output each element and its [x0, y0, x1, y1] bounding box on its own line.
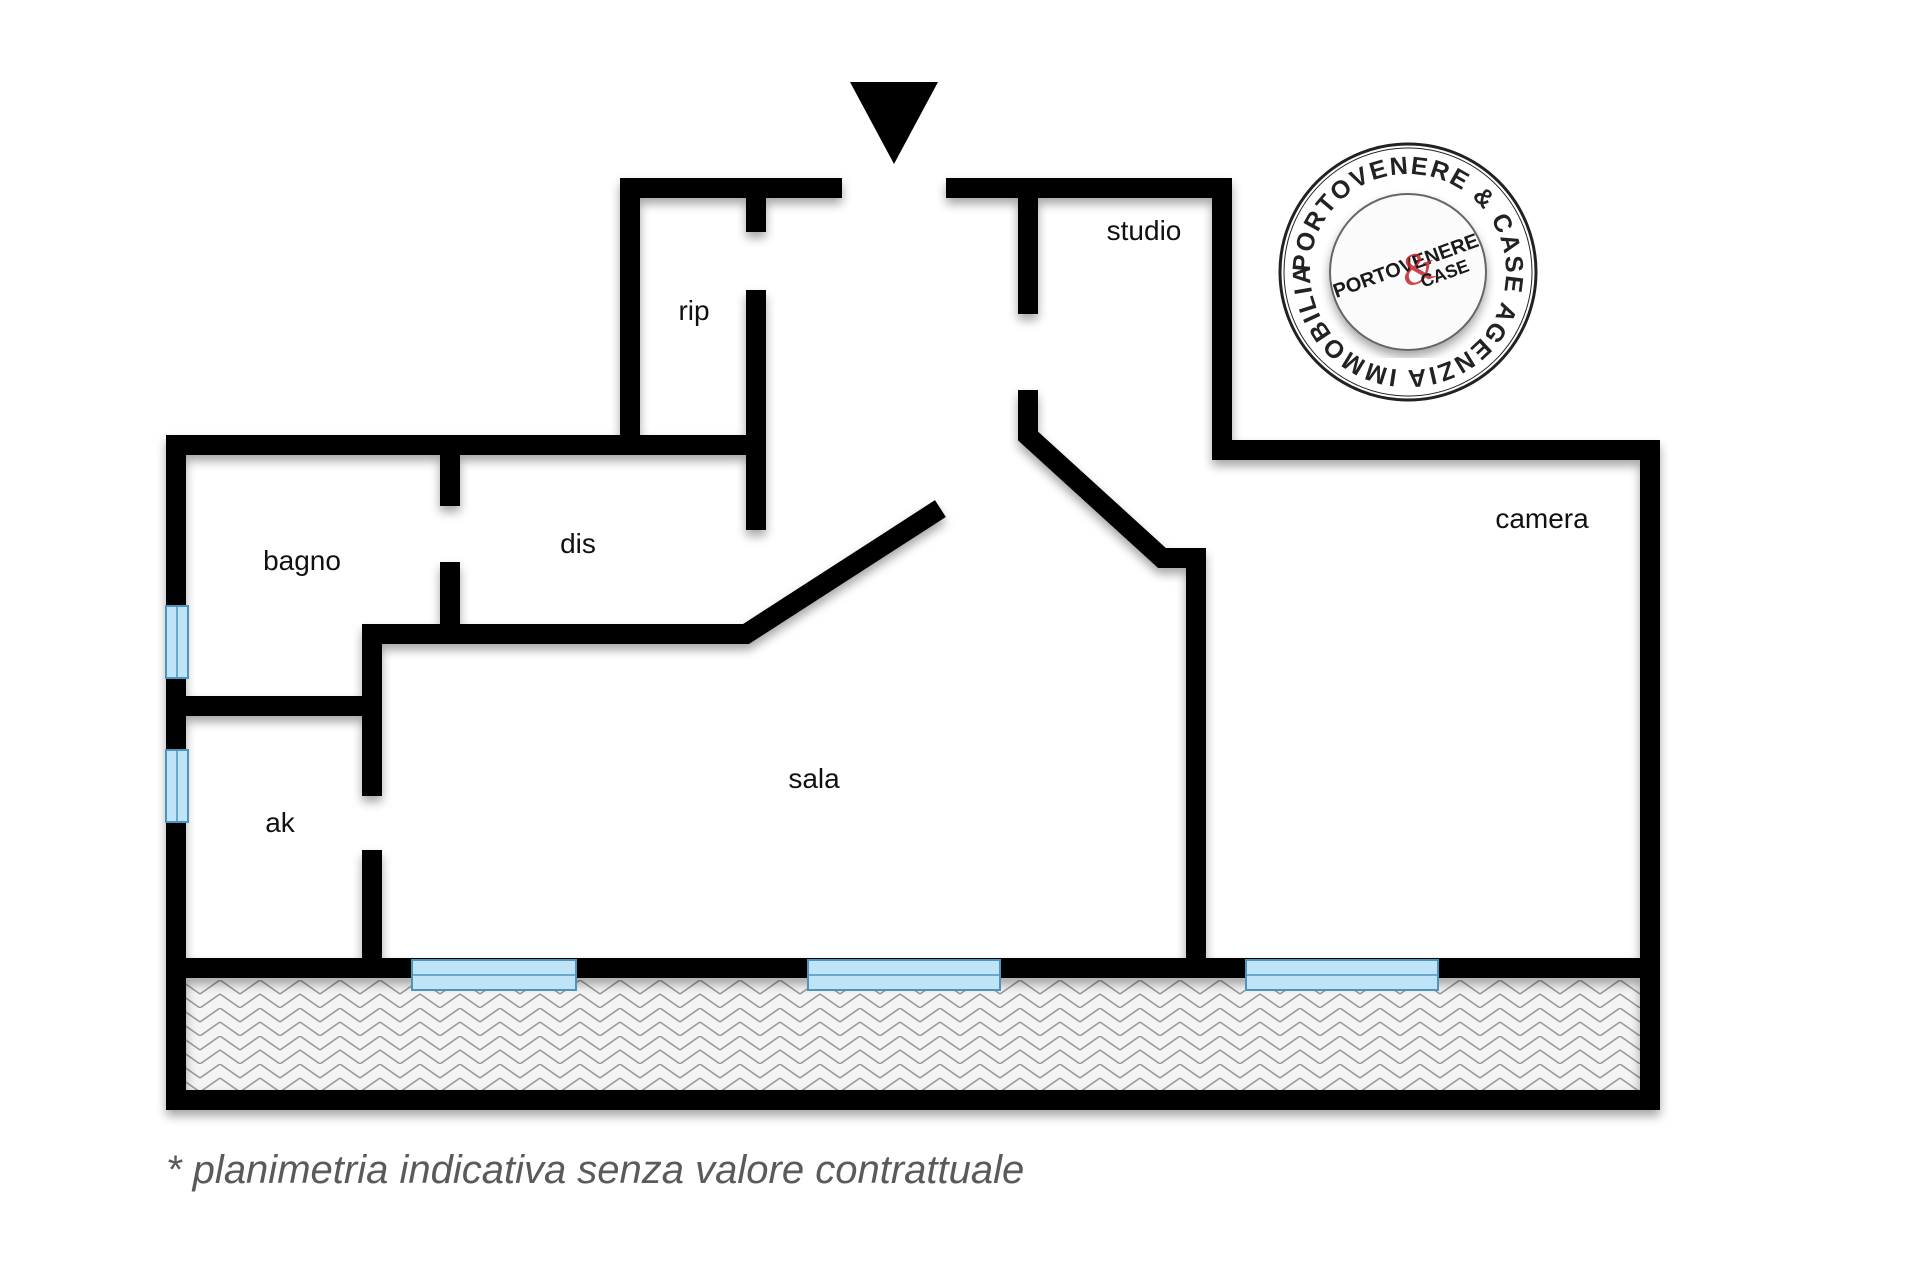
room-label-rip: rip: [678, 295, 709, 326]
studio-wall: [1018, 178, 1206, 978]
entrance-arrow-icon: [850, 82, 938, 164]
room-label-studio: studio: [1107, 215, 1182, 246]
window-sala-left: [411, 959, 577, 991]
window-sala-right: [807, 959, 1001, 991]
room-label-camera: camera: [1495, 503, 1589, 534]
terrace: [176, 980, 1650, 1100]
window-ak: [165, 749, 189, 823]
dis-bottom-wall: [362, 500, 946, 644]
room-label-bagno: bagno: [263, 545, 341, 576]
window-camera: [1245, 959, 1439, 991]
disclaimer-note: * planimetria indicativa senza valore co…: [166, 1148, 1025, 1192]
agency-stamp: PORTOVENERE & CASE AGENZIA IMMOBILIARE P…: [0, 0, 1538, 402]
room-label-sala: sala: [788, 763, 840, 794]
outer-wall: [166, 178, 1660, 1110]
room-label-ak: ak: [265, 807, 296, 838]
room-label-dis: dis: [560, 528, 596, 559]
windows: [165, 605, 1439, 991]
window-bagno: [165, 605, 189, 679]
